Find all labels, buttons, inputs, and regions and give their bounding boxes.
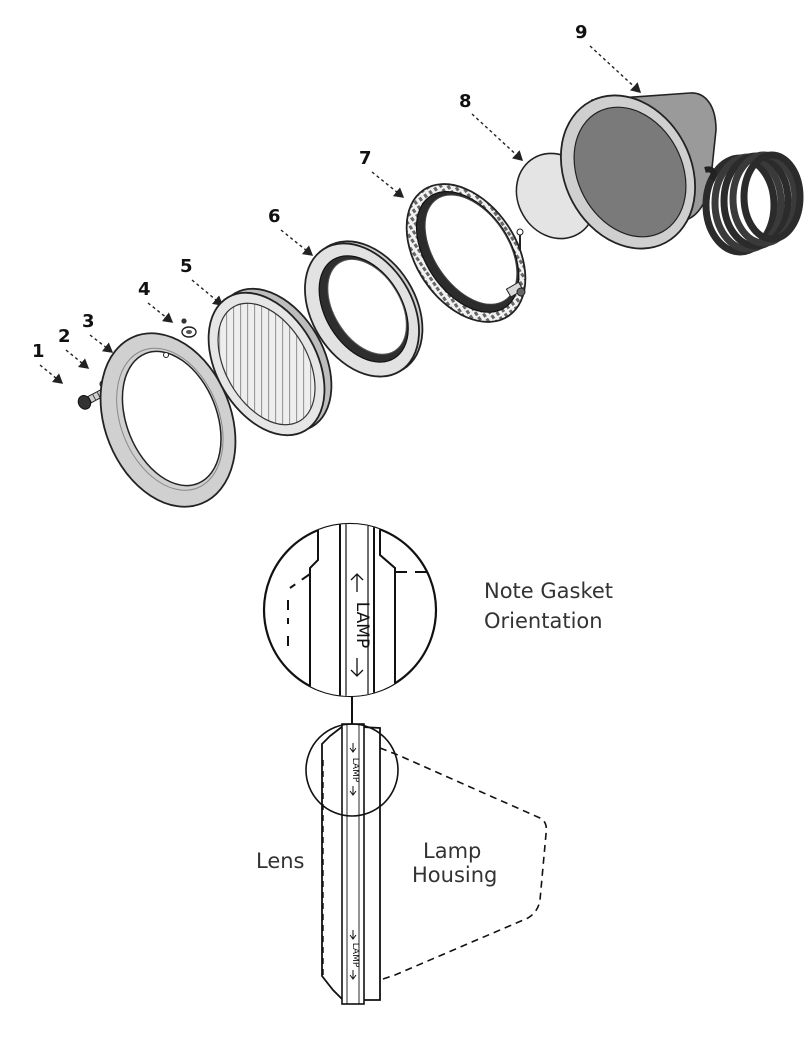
lens-cross-section: LAMP LAMP — [305, 723, 548, 1005]
callout-9: 9 — [575, 22, 588, 43]
housing-label-line-1: Lamp — [423, 839, 481, 863]
clip-part — [181, 318, 197, 338]
note-line-2: Orientation — [484, 609, 603, 633]
callout-6: 6 — [268, 206, 281, 227]
gasket-label-bottom: LAMP — [350, 943, 360, 968]
housing-label-line-2: Housing — [412, 863, 497, 887]
clamp-ring — [405, 183, 527, 323]
gasket-label-top: LAMP — [350, 758, 360, 783]
lens-assembly — [207, 287, 333, 437]
leader-arrows — [39, 45, 642, 384]
callout-7: 7 — [359, 148, 372, 169]
clamp-screw — [505, 281, 526, 298]
callout-3: 3 — [82, 311, 95, 332]
callout-4: 4 — [138, 279, 151, 300]
callout-1: 1 — [32, 341, 45, 362]
gasket-label-large: LAMP — [352, 602, 372, 648]
lens-gasket — [304, 240, 424, 378]
gasket-orientation-detail: LAMP — [262, 522, 438, 698]
cord-coil-icon — [702, 151, 804, 256]
note-line-1: Note Gasket — [484, 579, 613, 603]
callout-8: 8 — [459, 91, 472, 112]
bulb-screw — [516, 228, 524, 250]
face-ring — [99, 332, 237, 508]
callout-5: 5 — [180, 256, 193, 277]
lamp-housing — [559, 92, 717, 250]
lens-label: Lens — [256, 849, 305, 873]
callout-2: 2 — [58, 326, 71, 347]
